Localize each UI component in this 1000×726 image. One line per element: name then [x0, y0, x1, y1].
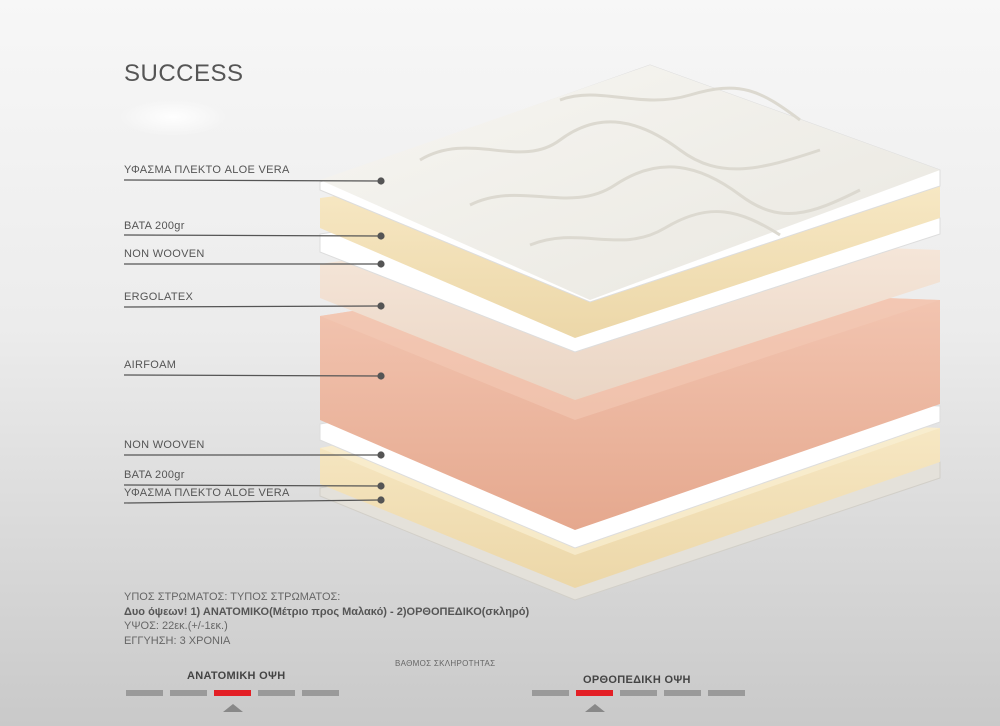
hardness-segment [620, 690, 657, 696]
hardness-segment [126, 690, 163, 696]
anatomic-side-label: ΑΝΑΤΟΜΙΚΗ ΟΨΗ [187, 670, 286, 682]
hardness-segment [708, 690, 745, 696]
hardness-segment [532, 690, 569, 696]
hardness-segment [214, 690, 251, 696]
decorative-glow [118, 98, 228, 136]
orthopedic-level-marker-icon [584, 704, 605, 712]
leader-lines [123, 177, 385, 504]
layer-label-airfoam: AIRFOAM [124, 359, 177, 371]
hardness-segment [302, 690, 339, 696]
spec-type-line: ΥΠΟΣ ΣΤΡΩΜΑΤΟΣ: ΤΥΠΟΣ ΣΤΡΩΜΑΤΟΣ: [124, 591, 341, 603]
hardness-title: ΒΑΘΜΟΣ ΣΚΛΗΡΟΤΗΤΑΣ [395, 659, 496, 668]
layer-label-bottom-fabric: ΥΦΑΣΜΑ ΠΛΕΚΤΟ ALOE VERA [124, 487, 290, 499]
spec-warranty: ΕΓΓΥΗΣΗ: 3 ΧΡΟΝΙΑ [124, 634, 231, 647]
hardness-segment [258, 690, 295, 696]
orthopedic-hardness-scale [532, 690, 745, 696]
layer-top-fabric [319, 64, 941, 303]
orthopedic-side-label: ΟΡΘΟΠΕΔΙΚΗ ΟΨΗ [583, 674, 691, 686]
layer-label-top-batting: ΒΑΤΑ 200gr [124, 220, 185, 232]
hardness-segment [170, 690, 207, 696]
spec-type-value: Δυο όψεων! 1) ΑΝΑΤΟΜΙΚΟ(Μέτριο προς Μαλα… [124, 605, 530, 618]
layer-label-bottom-batting: ΒΑΤΑ 200gr [124, 469, 185, 481]
product-title: SUCCESS [124, 60, 244, 87]
spec-block: ΥΠΟΣ ΣΤΡΩΜΑΤΟΣ: ΤΥΠΟΣ ΣΤΡΩΜΑΤΟΣ: Δυο όψε… [124, 590, 529, 648]
layer-label-top-nonwoven: NON WOOVEN [124, 248, 205, 260]
hardness-segment [664, 690, 701, 696]
layer-label-bottom-nonwoven: NON WOOVEN [124, 439, 205, 451]
anatomic-hardness-scale [126, 690, 339, 696]
anatomic-level-marker-icon [222, 704, 243, 712]
layer-label-top-fabric: ΥΦΑΣΜΑ ΠΛΕΚΤΟ ALOE VERA [124, 164, 290, 176]
layer-label-ergolatex: ERGOLATEX [124, 291, 194, 303]
hardness-segment [576, 690, 613, 696]
spec-height: ΥΨΟΣ: 22εκ.(+/-1εκ.) [124, 620, 228, 632]
